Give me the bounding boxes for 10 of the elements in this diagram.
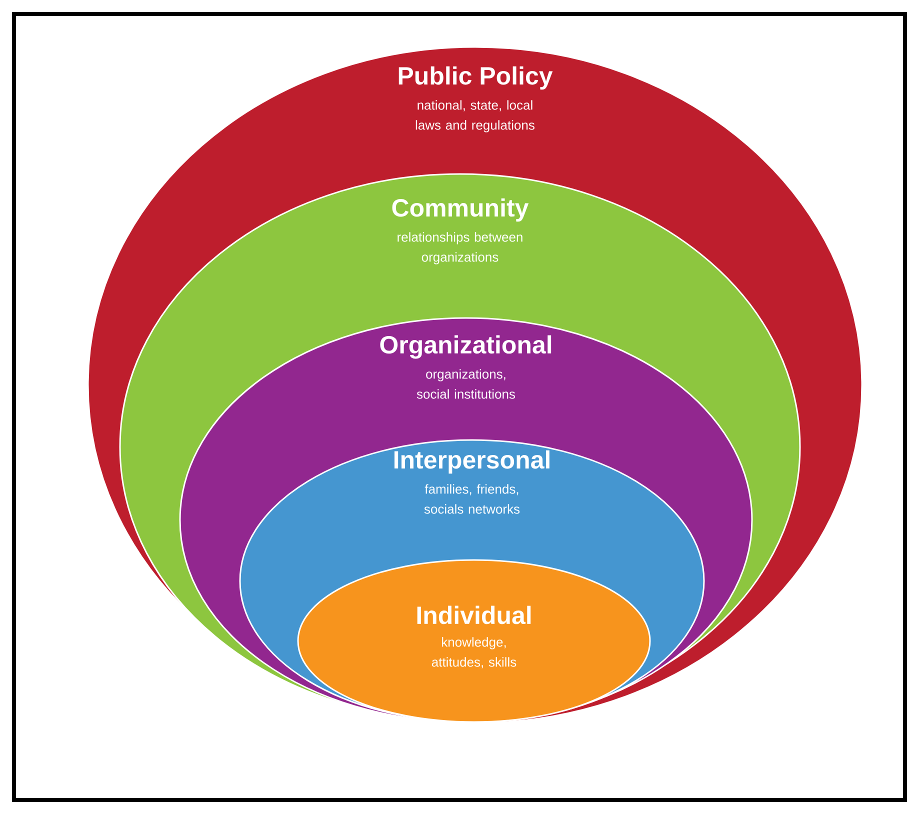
layer-title: Organizational bbox=[380, 335, 552, 359]
layer-description: families, friends, socials networks bbox=[424, 484, 520, 514]
layer-title: Community bbox=[392, 198, 529, 222]
layer-description: relationships between organizations bbox=[398, 232, 522, 264]
layer-description: knowledge, attitudes, skills bbox=[432, 637, 516, 668]
layer-title: Individual bbox=[417, 606, 531, 624]
layer-title: Interpersonal bbox=[394, 450, 550, 474]
layer-description: organizations, social institutions bbox=[416, 369, 516, 399]
layer-description: national, state, local laws and regulations bbox=[416, 100, 534, 132]
layer-title: Public Policy bbox=[398, 66, 553, 90]
